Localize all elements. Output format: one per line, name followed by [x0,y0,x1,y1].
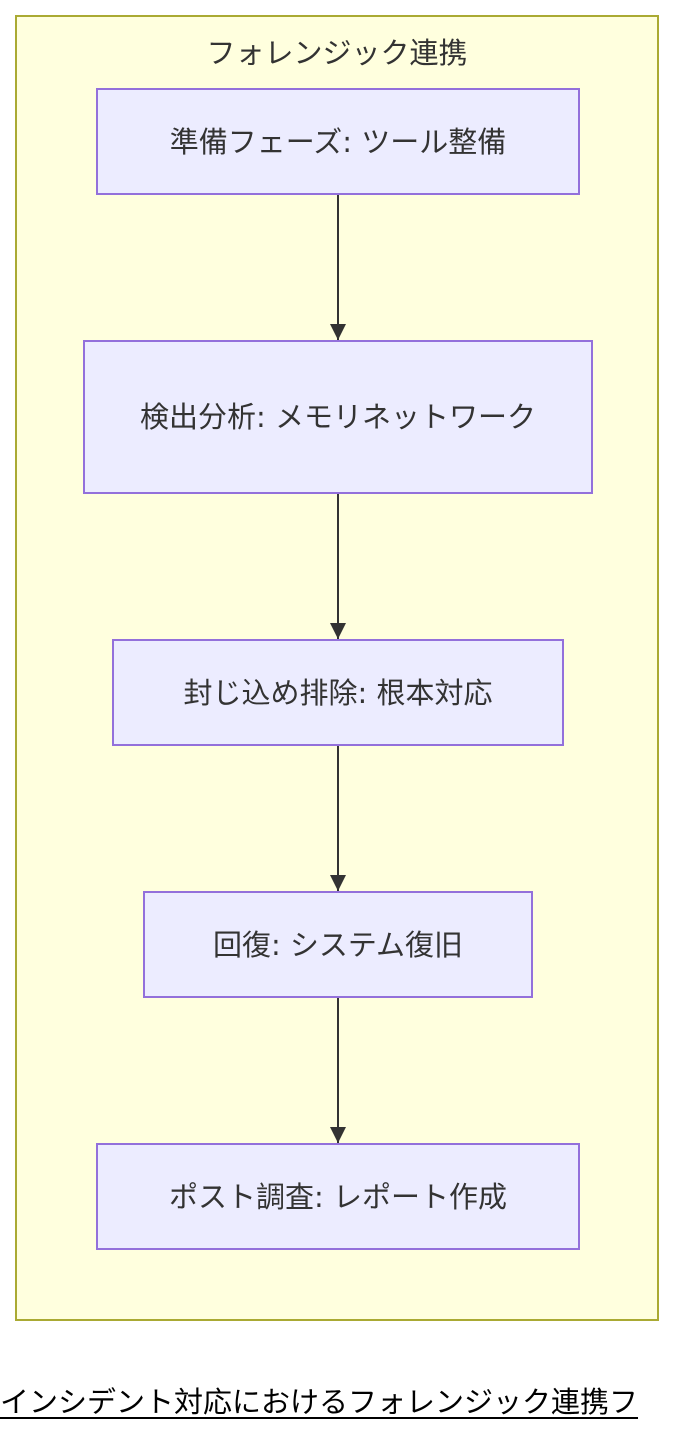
node-containment: 封じ込め排除: 根本対応 [112,639,564,746]
node-preparation-label: 準備フェーズ: ツール整備 [169,124,507,159]
caption-text: インシデント対応におけるフォレンジック連携フ [0,1385,639,1419]
node-detection-analysis: 検出分析: メモリネットワーク [83,340,593,494]
node-recovery: 回復: システム復旧 [143,891,533,998]
node-post-investigation: ポスト調査: レポート作成 [96,1143,580,1250]
node-recovery-label: 回復: システム復旧 [212,927,464,962]
node-preparation: 準備フェーズ: ツール整備 [96,88,580,195]
diagram-caption: インシデント対応におけるフォレンジック連携フ [0,1380,692,1430]
node-post-investigation-label: ポスト調査: レポート作成 [169,1179,507,1214]
node-containment-label: 封じ込め排除: 根本対応 [183,675,493,710]
cluster-title: フォレンジック連携 [206,36,468,70]
node-detection-analysis-label: 検出分析: メモリネットワーク [140,400,536,434]
